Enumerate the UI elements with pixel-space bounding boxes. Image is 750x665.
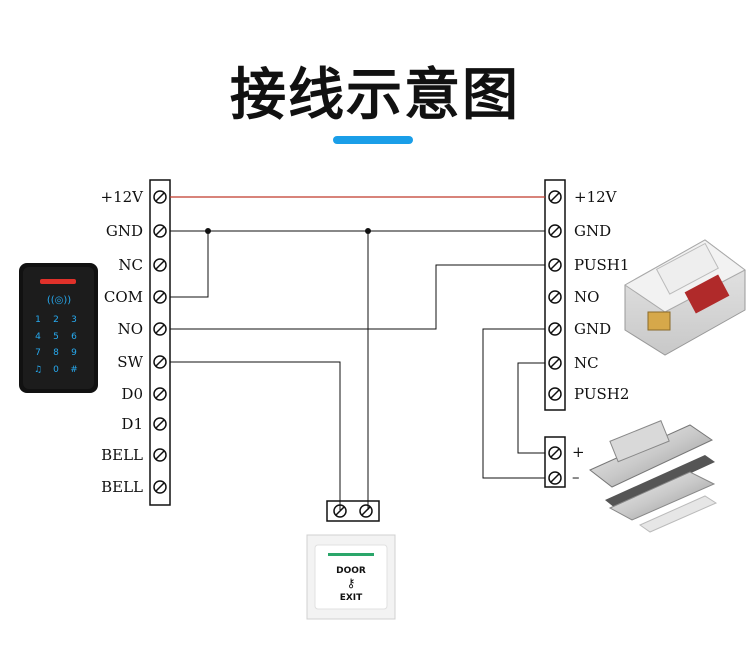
wires xyxy=(170,196,545,510)
lock-bracket xyxy=(609,420,670,463)
power-supply-terminal-label: +12V xyxy=(574,188,618,206)
wire-gnd-lock xyxy=(482,328,545,479)
keypad-keys: 1 2 3 4 5 6 7 8 9 0 # ♫ xyxy=(34,315,78,375)
terminal-screw-icon xyxy=(153,322,167,336)
controller-terminal-label: D1 xyxy=(121,415,143,433)
controller-terminal-label: D0 xyxy=(121,385,143,403)
keypad-key: 7 xyxy=(35,348,41,358)
terminal-screw-icon xyxy=(548,471,562,485)
power-supply-terminal-label: GND xyxy=(574,222,611,240)
controller-terminal-label: SW xyxy=(117,353,143,371)
keypad-key: 9 xyxy=(71,348,77,358)
terminal-screw-icon xyxy=(548,290,562,304)
controller-terminal-label: BELL xyxy=(101,478,143,496)
controller-terminal-label: +12V xyxy=(101,188,145,206)
keypad-key: # xyxy=(70,365,78,375)
terminal-screw-icon xyxy=(359,504,373,518)
exit-label-door: DOOR xyxy=(336,566,366,576)
lock-labels: +– xyxy=(572,443,585,486)
power-supply-terminal-label: NO xyxy=(574,288,599,306)
controller-terminal-block xyxy=(149,179,171,506)
keypad-device: ((◎)) 1 2 3 4 5 6 7 8 9 0 # ♫ xyxy=(19,263,98,393)
wire-no-push1 xyxy=(170,264,545,330)
exit-led-strip xyxy=(328,553,374,556)
keypad-key: 5 xyxy=(53,332,59,342)
page-title: 接线示意图 xyxy=(230,63,520,128)
psu-transformer xyxy=(647,311,671,331)
keypad-key: 3 xyxy=(71,315,77,325)
wire-sw xyxy=(170,361,341,510)
keypad-key: 2 xyxy=(53,315,59,325)
terminal-screw-icon xyxy=(153,224,167,238)
terminal-screw-icon xyxy=(548,356,562,370)
magnetic-lock xyxy=(589,420,718,533)
controller-terminal-label: BELL xyxy=(101,446,143,464)
keypad-key: 1 xyxy=(35,315,41,325)
power-supply-box xyxy=(624,239,746,356)
keypad-key: 0 xyxy=(53,365,59,375)
terminal-screw-icon xyxy=(548,387,562,401)
exit-button-device: DOOR ⚷ EXIT xyxy=(306,534,396,620)
terminal-screw-icon xyxy=(548,258,562,272)
exit-label-exit: EXIT xyxy=(340,593,363,603)
title-underline xyxy=(333,136,413,144)
psu-circuit-board xyxy=(684,274,730,314)
power-supply-terminal-label: PUSH1 xyxy=(574,256,629,274)
keypad-led xyxy=(40,279,76,284)
rfid-icon: ((◎)) xyxy=(47,295,71,306)
terminal-screw-icon xyxy=(548,322,562,336)
wire-com xyxy=(170,231,209,298)
terminal-screw-icon xyxy=(548,224,562,238)
terminal-screw-icon xyxy=(153,387,167,401)
terminal-screw-icon xyxy=(548,446,562,460)
controller-terminal-label: GND xyxy=(106,222,143,240)
wire-nc-lock xyxy=(517,362,545,454)
power-supply-terminal-label: GND xyxy=(574,320,611,338)
power-supply-terminal-label: PUSH2 xyxy=(574,385,629,403)
terminal-screw-icon xyxy=(153,290,167,304)
bell-key-icon: ♫ xyxy=(34,365,42,375)
key-icon: ⚷ xyxy=(347,576,356,590)
terminal-screw-icon xyxy=(153,480,167,494)
terminal-screw-icon xyxy=(153,258,167,272)
lock-terminal-block xyxy=(544,436,566,488)
terminal-screw-icon xyxy=(153,190,167,204)
power-supply-terminal-block xyxy=(544,179,566,411)
keypad-key: 4 xyxy=(35,332,41,342)
terminal-screw-icon xyxy=(153,417,167,431)
lock-terminal-label: – xyxy=(572,468,580,486)
keypad-key: 8 xyxy=(53,348,59,358)
lock-terminal-label: + xyxy=(572,443,585,461)
terminal-screw-icon xyxy=(153,448,167,462)
power-supply-terminal-label: NC xyxy=(574,354,599,372)
exit-button-terminal-block xyxy=(326,500,380,522)
controller-terminal-label: COM xyxy=(104,288,143,306)
controller-terminal-label: NC xyxy=(118,256,143,274)
terminal-screw-icon xyxy=(548,190,562,204)
terminal-screw-icon xyxy=(153,355,167,369)
keypad-key: 6 xyxy=(71,332,77,342)
controller-terminal-label: NO xyxy=(118,320,143,338)
